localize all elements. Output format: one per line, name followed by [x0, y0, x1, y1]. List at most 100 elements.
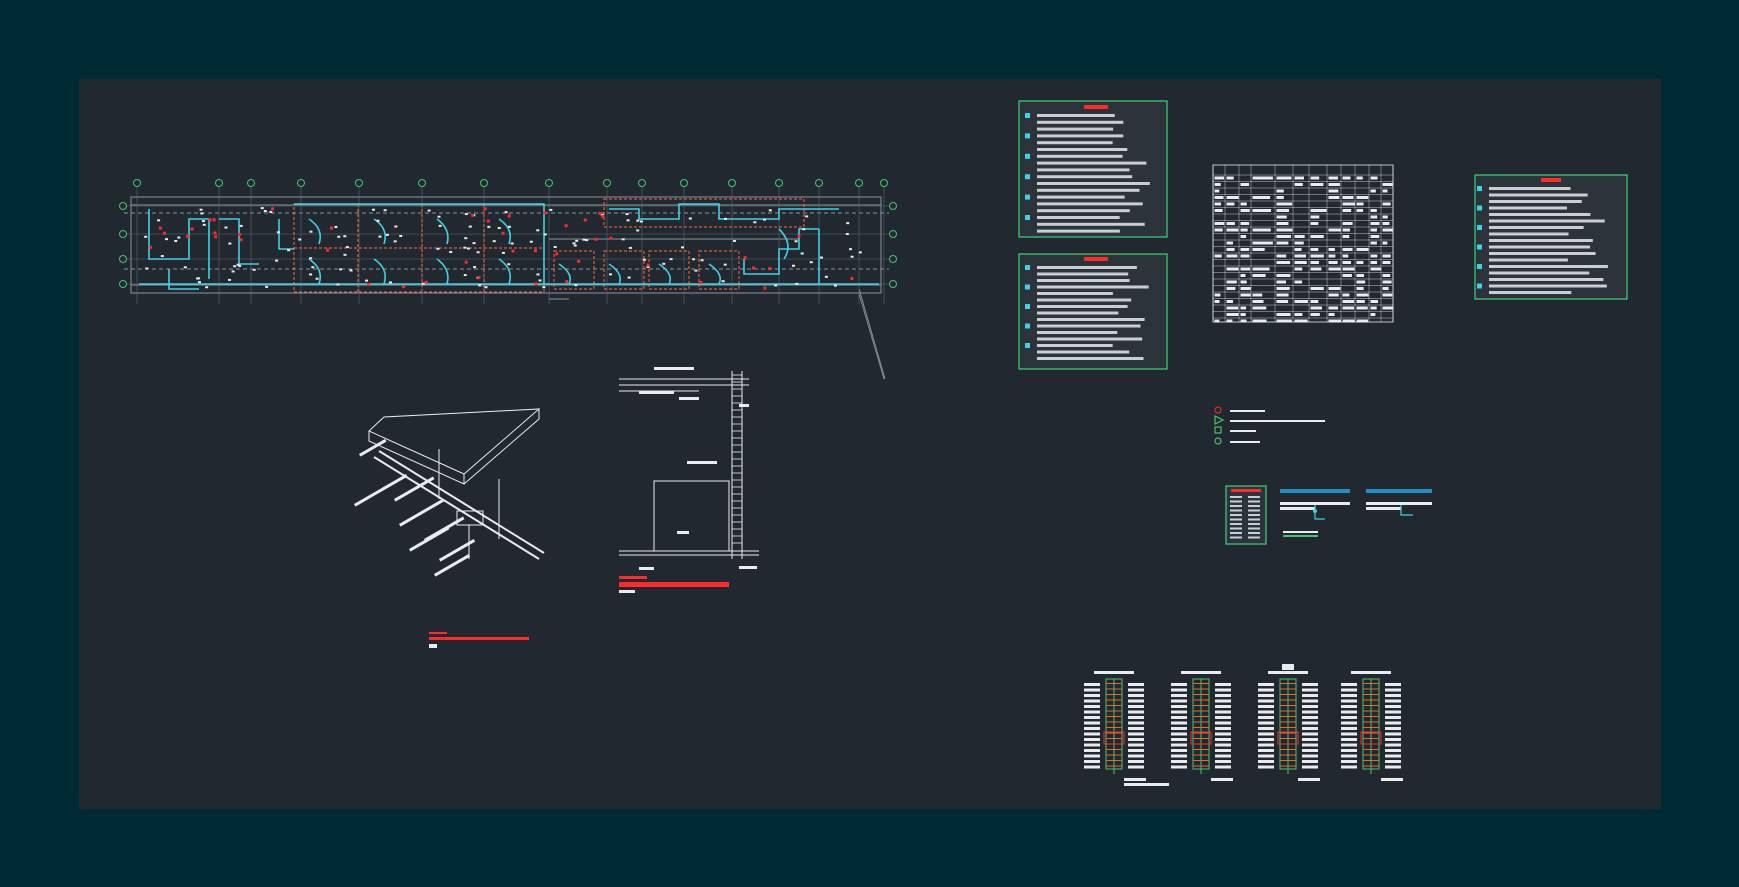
outlet-red-icon	[367, 282, 371, 286]
table-cell-fill	[1310, 222, 1319, 225]
riser-label-left	[1084, 743, 1100, 747]
riser-label-right	[1385, 727, 1401, 730]
small-panel-line	[1230, 523, 1242, 525]
legend-text-line	[1037, 175, 1133, 179]
small-panel-line	[1230, 500, 1242, 503]
table-cell-fill	[1214, 189, 1220, 193]
legend-symbol	[1025, 343, 1030, 348]
table-cell-fill	[1226, 287, 1236, 290]
small-panel-line	[1230, 509, 1242, 512]
section-title-bar	[619, 582, 729, 587]
legend-text-line	[1037, 298, 1132, 302]
grid-bubble-icon	[119, 280, 127, 288]
legend-symbol	[1477, 186, 1482, 191]
device-symbol	[309, 257, 313, 260]
riser-label-right	[1385, 765, 1401, 769]
table-cell-fill	[1342, 261, 1352, 264]
device-symbol	[724, 217, 728, 220]
device-symbol	[858, 251, 862, 254]
riser-label-left	[1171, 727, 1187, 730]
riser-breaker	[1280, 732, 1296, 734]
device-symbol	[639, 220, 643, 223]
table-cell-fill	[1310, 267, 1322, 271]
table-cell-fill	[1328, 196, 1340, 199]
device-symbol	[436, 247, 440, 250]
riser-label-right	[1215, 688, 1231, 692]
table-cell-fill	[1294, 267, 1303, 271]
riser-breaker	[1106, 765, 1122, 767]
table-cell-fill	[1382, 306, 1394, 310]
table-cell-fill	[1294, 313, 1303, 316]
table-cell-fill	[1240, 313, 1246, 316]
small-panel-line	[1248, 500, 1260, 503]
device-symbol	[339, 268, 343, 271]
drawing-sheet[interactable]	[79, 79, 1661, 809]
device-symbol	[231, 270, 235, 273]
riser-label-right	[1302, 699, 1318, 703]
riser-label-left	[1258, 738, 1274, 741]
outlet-red-icon	[763, 286, 767, 290]
grid-bubble-icon	[889, 230, 897, 238]
legend-panel-top	[1018, 100, 1168, 238]
device-symbol	[753, 221, 757, 224]
riser-label-left	[1341, 754, 1357, 758]
riser-caption	[1124, 778, 1146, 781]
device-symbol	[574, 284, 578, 287]
table-cell-fill	[1342, 306, 1355, 310]
device-symbol	[472, 242, 476, 245]
legend-text-line	[1489, 258, 1568, 262]
riser-breaker	[1193, 732, 1209, 734]
riser-label-right	[1128, 765, 1144, 769]
riser-label-left	[1258, 710, 1274, 714]
table-cell-fill	[1310, 235, 1324, 238]
table-cell-fill	[1276, 189, 1284, 193]
riser-label-left	[1341, 688, 1357, 692]
table-cell-fill	[1382, 215, 1388, 219]
riser-breaker	[1106, 705, 1122, 706]
grid-bubble-icon	[638, 179, 646, 187]
legend-text-line	[1037, 285, 1149, 289]
table-cell-fill	[1328, 319, 1342, 323]
symbol-key	[1214, 406, 1325, 445]
riser-diagram	[1258, 664, 1320, 781]
riser-breaker	[1363, 732, 1379, 734]
device-symbol	[144, 235, 148, 238]
device-symbol	[466, 247, 470, 250]
riser-label-right	[1128, 710, 1144, 714]
outlet-red-icon	[507, 214, 511, 218]
small-symbol-panel	[1225, 485, 1267, 545]
riser-label-right	[1215, 710, 1231, 714]
grid-bubble-icon	[545, 179, 553, 187]
table-cell-fill	[1356, 248, 1369, 251]
outlet-red-icon	[208, 218, 212, 222]
device-symbol	[680, 246, 684, 249]
legend-text-line	[1037, 279, 1130, 282]
notes-panel	[1474, 174, 1628, 300]
device-symbol	[463, 246, 467, 249]
riser-breaker	[1363, 749, 1379, 750]
riser-label-left	[1084, 727, 1100, 730]
outlet-red-icon	[501, 231, 505, 235]
table-cell-fill	[1276, 241, 1289, 245]
riser-label-left	[1084, 705, 1100, 708]
device-symbol	[762, 218, 766, 221]
riser-breaker	[1363, 710, 1379, 712]
riser-breaker	[1363, 721, 1379, 723]
table-cell-fill	[1342, 202, 1355, 206]
riser-breaker	[1106, 732, 1122, 734]
table-cell-fill	[1214, 196, 1224, 199]
riser-label-left	[1258, 765, 1274, 769]
device-symbol	[774, 284, 778, 287]
device-symbol	[228, 278, 232, 281]
riser-breaker	[1193, 721, 1209, 723]
riser-label-left	[1171, 688, 1187, 692]
riser-label-left	[1341, 743, 1357, 747]
small-panel-line	[1230, 514, 1242, 516]
riser-breaker	[1106, 749, 1122, 750]
riser-breaker	[1363, 727, 1379, 728]
riser-breaker	[1193, 765, 1209, 767]
riser-main-breaker	[1103, 731, 1125, 745]
table-cell-fill	[1356, 202, 1364, 206]
device-symbol	[636, 229, 640, 232]
table-cell-fill	[1328, 287, 1341, 290]
